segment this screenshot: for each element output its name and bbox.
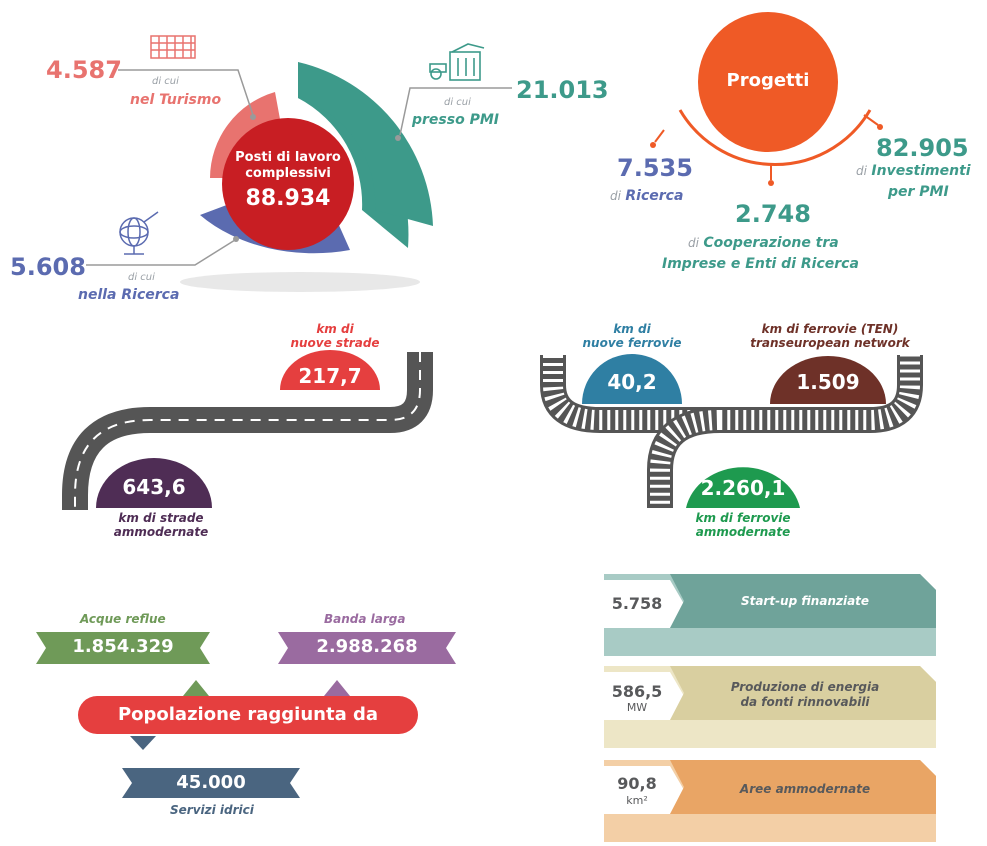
banda-label: Banda larga: [324, 612, 406, 626]
road-modern-label2: ammodernate: [113, 525, 209, 539]
proj-coop-prefix: di: [688, 236, 699, 250]
jobs-center-value: 88.934: [245, 186, 331, 211]
rail-ten-dome: [770, 356, 886, 404]
population-banner-text: Popolazione raggiunta da: [117, 704, 379, 725]
proj-coop-label2: Imprese e Enti di Ricerca: [662, 256, 859, 272]
rail-new-dome: [582, 354, 682, 404]
population-banner: [78, 696, 418, 734]
banda-ribbon: [278, 632, 456, 664]
acque-ribbon: [36, 632, 210, 664]
rail-path: [540, 355, 923, 433]
turismo-label: nel Turismo: [130, 92, 222, 108]
factory-icon: [428, 42, 490, 82]
rail-modern-label2: ammodernate: [695, 525, 791, 539]
donut-sector-pmi-fill: [298, 62, 433, 226]
energy-label1: Produzione di energia: [730, 680, 880, 694]
areas-label: Aree ammodernate: [739, 782, 871, 796]
jobs-center-circle: [222, 118, 354, 250]
turismo-dicui: di cui: [152, 76, 179, 87]
road-modern-value: 643,6: [122, 475, 186, 499]
ricerca-label: nella Ricerca: [78, 287, 180, 303]
road-modern-label1: km di strade: [118, 511, 204, 525]
colosseum-icon: [148, 30, 198, 60]
road-new-dome: [280, 350, 380, 390]
rail-new-label1: km di: [613, 322, 651, 336]
proj-invest-label2: per PMI: [888, 184, 949, 200]
jobs-center-title: Posti di lavoro complessivi: [235, 150, 341, 181]
banda-value: 2.988.268: [316, 636, 418, 657]
proj-invest-label: Investimenti: [871, 163, 971, 179]
energy-value: 586,5: [611, 682, 663, 701]
startup-label: Start-up finanziate: [740, 594, 870, 608]
areas-unit: km²: [626, 794, 648, 807]
ricerca-dicui: di cui: [128, 272, 155, 283]
rail-new-label2: nuove ferrovie: [582, 336, 682, 350]
areas-value: 90,8: [617, 774, 657, 793]
turismo-value: 4.587: [46, 56, 122, 84]
donut-shadow: [180, 272, 420, 292]
proj-ricerca-value: 7.535: [617, 154, 693, 182]
acque-value: 1.854.329: [72, 636, 174, 657]
projects-title: Progetti: [726, 70, 810, 91]
energy-unit: MW: [626, 701, 648, 714]
startup-value: 5.758: [611, 594, 663, 613]
road-new-label2: nuove strade: [290, 336, 380, 350]
road-new-value: 217,7: [298, 364, 362, 388]
rail-new-value: 40,2: [607, 370, 657, 394]
rail-ten-value: 1.509: [796, 370, 860, 394]
proj-ricerca-prefix: di: [610, 189, 621, 203]
idrici-label: Servizi idrici: [170, 803, 254, 817]
energy-label2: da fonti rinnovabili: [740, 695, 870, 709]
projects-arc: [678, 109, 872, 166]
proj-ricerca-label: Ricerca: [625, 188, 684, 204]
pmi-value: 21.013: [516, 76, 609, 104]
ricerca-value: 5.608: [10, 253, 86, 281]
rail-ten-label1: km di ferrovie (TEN): [761, 322, 899, 336]
proj-coop-label: Cooperazione tra: [703, 235, 839, 251]
satellite-icon: [112, 210, 164, 258]
rail-modern-label1: km di ferrovie: [695, 511, 791, 525]
projects-circle: [698, 12, 838, 152]
proj-invest-prefix: di: [856, 164, 867, 178]
pmi-label: presso PMI: [412, 112, 499, 128]
road-new-label1: km di: [316, 322, 354, 336]
pmi-dicui: di cui: [444, 97, 471, 108]
idrici-ribbon: [122, 768, 300, 798]
rail-modern-value: 2.260,1: [700, 476, 786, 500]
acque-label: Acque reflue: [80, 612, 166, 626]
idrici-value: 45.000: [176, 772, 246, 793]
road-modern-dome: [96, 458, 212, 508]
rail-ten-label2: transeuropean network: [750, 336, 910, 350]
rail-modern-dome: [686, 467, 800, 508]
proj-coop-value: 2.748: [735, 200, 811, 228]
proj-invest-value: 82.905: [876, 134, 969, 162]
